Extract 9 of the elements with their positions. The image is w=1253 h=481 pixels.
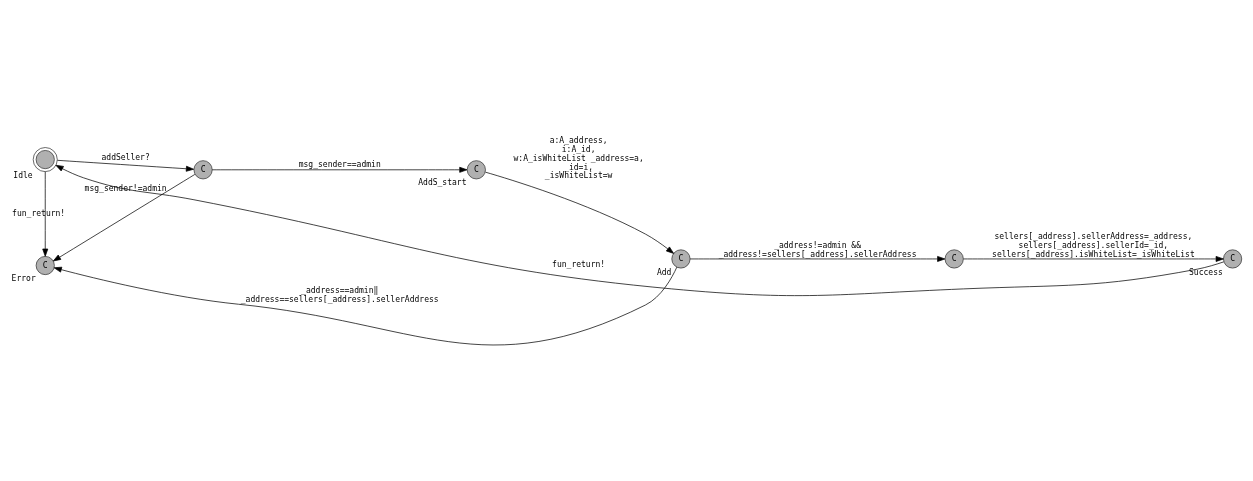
arrow: [211, 166, 468, 173]
arrow: [57, 159, 194, 172]
arrow: [55, 164, 1225, 296]
arrow: [52, 173, 196, 261]
arrow: [42, 170, 49, 257]
arrow: [53, 266, 678, 345]
arrow: [689, 255, 946, 262]
arrow: [963, 255, 1224, 262]
arrow: [485, 171, 674, 254]
